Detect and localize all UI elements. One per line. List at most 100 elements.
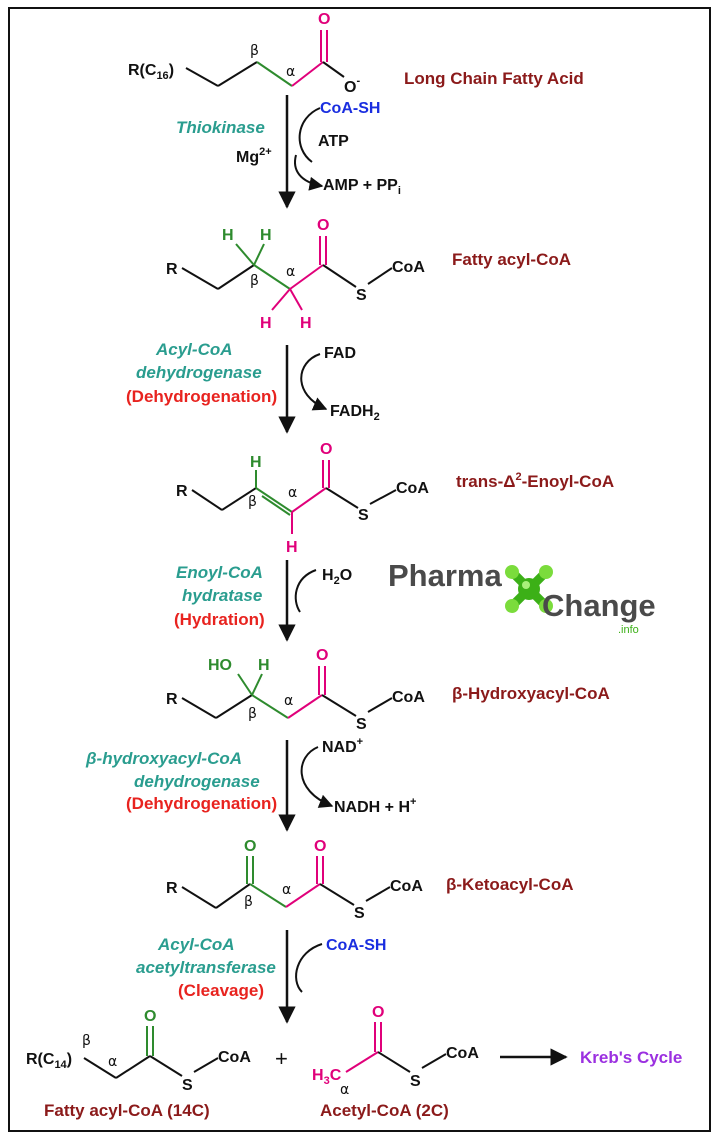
- sulfur-atom: S: [356, 287, 367, 304]
- coa-label: CoA: [446, 1045, 479, 1062]
- beta-label: β: [82, 1033, 91, 1049]
- compound-name: Acetyl-CoA (2C): [320, 1101, 449, 1120]
- reagent-nad: NAD: [322, 739, 357, 756]
- process-label: (Dehydrogenation): [126, 387, 277, 406]
- r-group-label: R: [166, 691, 178, 708]
- coa-label: CoA: [392, 689, 425, 706]
- beta-label: β: [248, 706, 257, 722]
- carboxylate-oxygen: O: [344, 79, 356, 96]
- charge-label: -: [356, 75, 360, 87]
- compound-fatty-acyl-coa: R O S CoA H H H H β α Fatty acyl-CoA: [166, 217, 571, 332]
- compound-name: Long Chain Fatty Acid: [404, 69, 584, 88]
- compound-name: Fatty acyl-CoA: [452, 250, 571, 269]
- compound-fatty-acyl-coa-14c: R(C14) O S CoA β α Fatty acyl-CoA (14C): [26, 1008, 251, 1120]
- ppi-subscript: i: [398, 185, 401, 197]
- alpha-label: α: [286, 264, 295, 280]
- beta-hydrogen-1: H: [222, 227, 234, 244]
- r-group-label: R(C: [26, 1051, 55, 1068]
- cofactor-charge: 2+: [259, 146, 272, 158]
- reagent-atp: ATP: [318, 133, 349, 150]
- alpha-label: α: [284, 693, 293, 709]
- r-subscript: 14: [54, 1059, 67, 1071]
- coa-label: CoA: [218, 1049, 251, 1066]
- carbonyl-oxygen: O: [372, 1004, 384, 1021]
- krebs-cycle-label: Kreb's Cycle: [580, 1048, 682, 1067]
- proton-charge: +: [410, 796, 416, 808]
- alpha-hydrogen-1: H: [260, 315, 272, 332]
- r-group-label: R: [166, 261, 178, 278]
- reagent-coa-sh: CoA-SH: [320, 100, 380, 117]
- sulfur-atom: S: [354, 905, 365, 922]
- svg-text:H2O: H2O: [322, 567, 352, 587]
- enzyme-name-line1: Acyl-CoA: [157, 935, 235, 954]
- enzyme-name-line2: dehydrogenase: [134, 772, 260, 791]
- logo-text-suffix: .info: [618, 624, 639, 636]
- sulfur-atom: S: [410, 1073, 421, 1090]
- nad-charge: +: [357, 736, 363, 748]
- sulfur-atom: S: [182, 1077, 193, 1094]
- coa-label: CoA: [396, 480, 429, 497]
- alpha-label: α: [288, 485, 297, 501]
- enzyme-name-line1: β-hydroxyacyl-CoA: [85, 749, 242, 768]
- logo-text-change: Change: [542, 588, 656, 623]
- enzyme-name-line2: acetyltransferase: [136, 958, 276, 977]
- keto-oxygen: O: [244, 838, 256, 855]
- logo-text-pharma: Pharma: [388, 558, 502, 593]
- svg-text:trans-Δ2-Enoyl-CoA: trans-Δ2-Enoyl-CoA: [456, 471, 614, 491]
- reagent-fad: FAD: [324, 345, 356, 362]
- carbonyl-oxygen: O: [144, 1008, 156, 1025]
- beta-hydrogen-2: H: [260, 227, 272, 244]
- enzyme-name-line1: Acyl-CoA: [155, 340, 233, 359]
- process-label: (Dehydrogenation): [126, 794, 277, 813]
- compound-name: β-Ketoacyl-CoA: [446, 875, 574, 894]
- alpha-hydrogen-2: H: [300, 315, 312, 332]
- fadh2-subscript: 2: [374, 411, 380, 423]
- beta-label: β: [250, 43, 259, 59]
- enzyme-thiokinase: Thiokinase: [176, 118, 265, 137]
- compound-name: Fatty acyl-CoA (14C): [44, 1101, 210, 1120]
- methyl-h: H: [312, 1067, 324, 1084]
- r-group-label: R(C: [128, 62, 157, 79]
- plus-sign: +: [275, 1046, 288, 1071]
- alpha-hydrogen: H: [286, 539, 298, 556]
- alpha-label: α: [108, 1054, 117, 1070]
- svg-text:FADH2: FADH2: [330, 403, 380, 423]
- alpha-label: α: [282, 882, 291, 898]
- svg-text:R(C16): R(C16): [128, 62, 174, 82]
- carbonyl-oxygen: O: [314, 838, 326, 855]
- compound-name-prefix: trans-: [456, 472, 503, 491]
- compound-trans-enoyl-coa: R H H O S CoA β α trans-Δ2-Enoyl-CoA: [176, 441, 614, 556]
- methyl-subscript: 3: [324, 1075, 330, 1087]
- alpha-label: α: [340, 1082, 349, 1098]
- reagent-coa-sh: CoA-SH: [326, 937, 386, 954]
- svg-text:R(C14): R(C14): [26, 1051, 72, 1071]
- svg-text:NAD+: NAD+: [322, 736, 363, 756]
- carbonyl-oxygen: O: [316, 647, 328, 664]
- carbonyl-oxygen: O: [317, 217, 329, 234]
- enzyme-name-line2: dehydrogenase: [136, 363, 262, 382]
- svg-text:AMP + PPi: AMP + PPi: [323, 177, 401, 197]
- frame-border: [8, 7, 711, 1132]
- process-label: (Cleavage): [178, 981, 264, 1000]
- r-close: ): [169, 62, 174, 79]
- process-label: (Hydration): [174, 610, 265, 629]
- step-4-dehydrogenation: β-hydroxyacyl-CoA dehydrogenase (Dehydro…: [85, 736, 416, 832]
- compound-long-chain-fatty-acid: R(C16) O O- β α Long Chain Fatty Acid: [128, 11, 584, 96]
- step-1-activation: Thiokinase Mg2+ CoA-SH ATP AMP + PPi: [176, 95, 401, 209]
- coa-label: CoA: [390, 878, 423, 895]
- svg-text:NADH + H+: NADH + H+: [334, 796, 416, 816]
- enzyme-name-line1: Enoyl-CoA: [176, 563, 263, 582]
- product-nadh: NADH + H: [334, 799, 410, 816]
- svg-text:Mg2+: Mg2+: [236, 146, 272, 166]
- enzyme-name-line2: hydratase: [182, 586, 262, 605]
- compound-name: β-Hydroxyacyl-CoA: [452, 684, 610, 703]
- carbonyl-oxygen: O: [318, 11, 330, 28]
- beta-hydrogen: H: [258, 657, 270, 674]
- svg-text:H3C: H3C: [312, 1067, 342, 1087]
- reagent-water: H: [322, 567, 334, 584]
- r-subscript: 16: [156, 70, 168, 82]
- pharmachange-logo[interactable]: Pharma Change .info: [388, 558, 656, 636]
- compound-beta-hydroxyacyl-coa: R HO H O S CoA β α β-Hydroxyacyl-CoA: [166, 647, 610, 733]
- alpha-label: α: [286, 64, 295, 80]
- compound-acetyl-coa: H3C O S CoA α Acetyl-CoA (2C): [312, 1004, 479, 1120]
